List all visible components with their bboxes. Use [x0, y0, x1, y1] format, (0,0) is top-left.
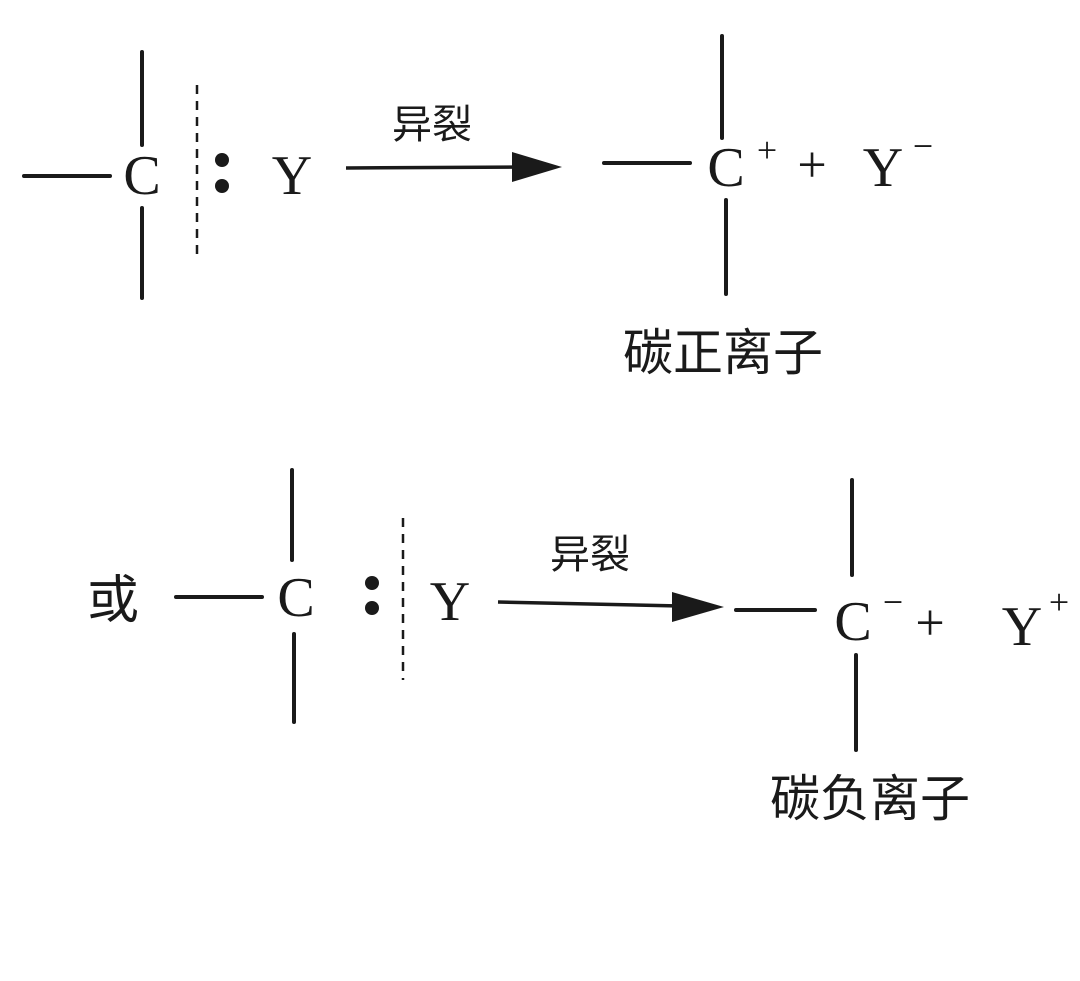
- reaction-carbanion: 或 C Y 异裂 C − + Y + 碳负离子: [87, 468, 1069, 828]
- reactant-1: C Y: [22, 50, 312, 300]
- product-1: C + + Y − 碳正离子: [602, 34, 933, 382]
- positive-charge: +: [1049, 582, 1069, 622]
- caption-carbanion: 碳负离子: [770, 770, 970, 828]
- electron-dot: [365, 576, 379, 590]
- reaction-arrow-1: 异裂: [345, 102, 562, 182]
- arrow-head: [512, 152, 562, 182]
- positive-charge: +: [757, 130, 777, 170]
- arrow-label: 异裂: [550, 532, 630, 578]
- negative-charge: −: [883, 582, 903, 622]
- arrow-head: [672, 592, 724, 622]
- electron-dot: [365, 601, 379, 615]
- anion-group: Y: [863, 137, 903, 199]
- carbocation: C: [707, 137, 744, 199]
- caption-carbocation: 碳正离子: [623, 324, 823, 382]
- leaving-group: Y: [272, 145, 312, 207]
- carbanion: C: [834, 591, 871, 653]
- carbon-atom: C: [123, 145, 160, 207]
- electron-dot: [215, 179, 229, 193]
- reaction-carbocation: C Y 异裂 C + + Y − 碳正离子: [22, 34, 933, 382]
- alternative-word: 或: [87, 571, 139, 631]
- reaction-arrow-2: 异裂: [497, 532, 724, 622]
- arrow-label: 异裂: [392, 102, 472, 148]
- cation-group: Y: [1002, 596, 1042, 658]
- electron-dot: [215, 153, 229, 167]
- negative-charge: −: [913, 126, 933, 166]
- reactant-2: C Y: [174, 468, 470, 724]
- plus-sign: +: [797, 137, 826, 194]
- product-2: C − + Y + 碳负离子: [734, 478, 1069, 828]
- plus-sign: +: [915, 595, 944, 652]
- leaving-group: Y: [430, 571, 470, 633]
- arrow-shaft: [345, 165, 521, 170]
- carbon-atom: C: [277, 567, 314, 629]
- arrow-shaft: [497, 600, 681, 608]
